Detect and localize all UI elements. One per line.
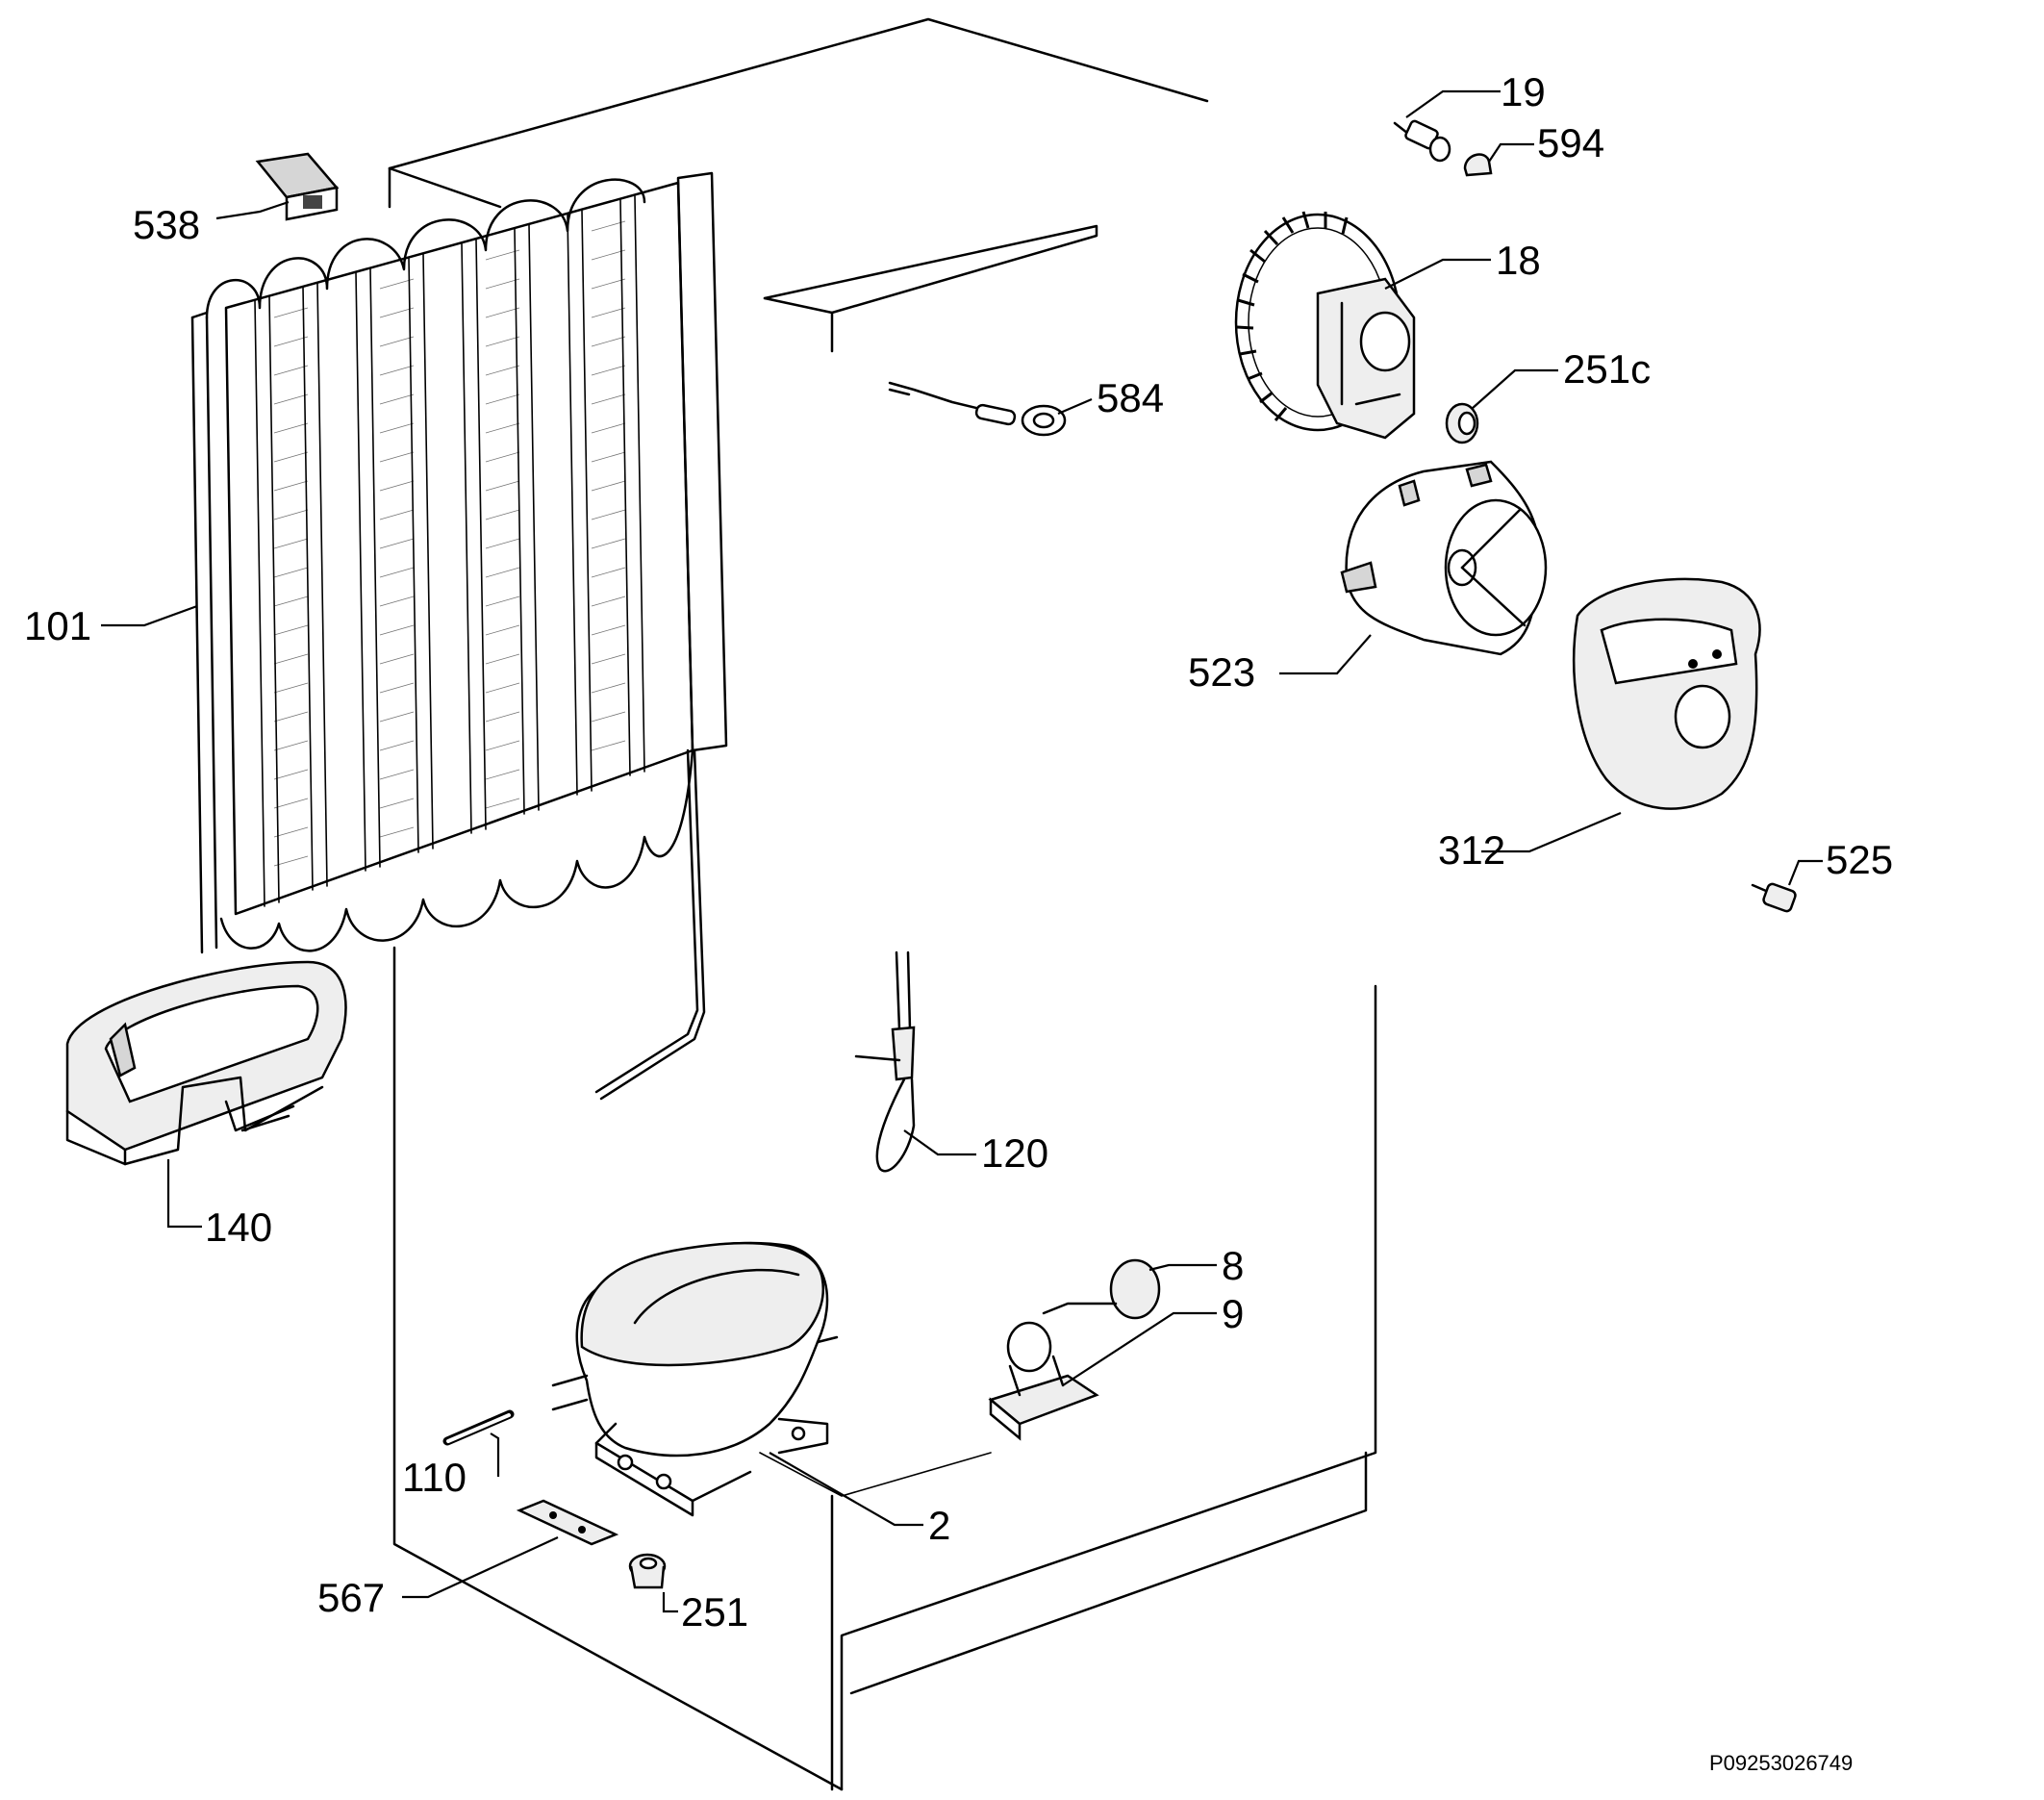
callout-101: 101 <box>24 603 91 648</box>
fan-housing-part <box>1340 460 1548 656</box>
callout-594: 594 <box>1537 120 1604 165</box>
mounting-plate-part <box>516 1499 619 1546</box>
callout-2: 2 <box>928 1503 950 1548</box>
sensor-cable-part <box>888 381 1067 437</box>
callout-18: 18 <box>1496 238 1541 283</box>
callout-525: 525 <box>1826 837 1893 882</box>
callout-538: 538 <box>133 202 200 247</box>
lamp-part <box>1393 119 1451 163</box>
switch-part <box>1751 882 1797 913</box>
callout-120: 120 <box>981 1130 1048 1176</box>
grommet-upper-part <box>1445 402 1479 444</box>
callout-9: 9 <box>1222 1291 1244 1336</box>
callout-567: 567 <box>317 1575 385 1620</box>
callout-251c: 251c <box>1563 346 1651 392</box>
pin-part <box>442 1409 515 1446</box>
callout-19: 19 <box>1501 69 1546 114</box>
cabinet-body <box>388 17 1377 1791</box>
callout-251: 251 <box>681 1589 748 1635</box>
callout-labels: 19 594 538 18 251c 584 101 523 312 525 1… <box>24 69 1893 1635</box>
callout-523: 523 <box>1188 649 1255 695</box>
drip-tray-part <box>65 960 347 1166</box>
fan-cover-part <box>1573 577 1761 810</box>
condenser-part <box>190 171 728 1101</box>
cap-part <box>1463 153 1493 177</box>
thermostat-lead-part <box>854 951 916 1173</box>
grommet-lower-part <box>628 1553 667 1589</box>
relay-part <box>1042 1258 1161 1320</box>
callout-584: 584 <box>1097 375 1164 420</box>
compressor-part <box>551 1241 839 1517</box>
leader-lines <box>101 89 1823 1613</box>
callout-8: 8 <box>1222 1243 1244 1288</box>
callout-312: 312 <box>1438 827 1505 873</box>
callout-110: 110 <box>402 1455 467 1500</box>
document-code: P09253026749 <box>1709 1751 1853 1775</box>
clip-part <box>255 152 340 221</box>
callout-140: 140 <box>205 1204 272 1250</box>
clamp-part <box>988 1321 1099 1441</box>
fan-motor-part <box>1234 211 1416 440</box>
